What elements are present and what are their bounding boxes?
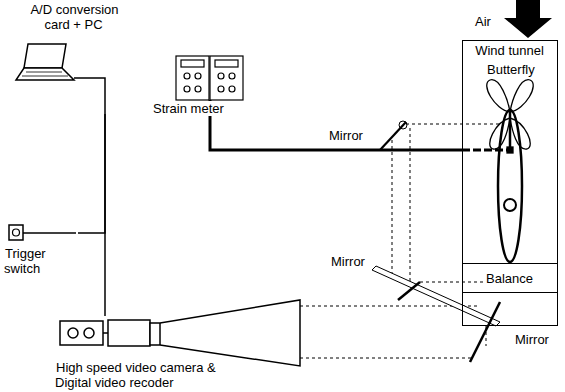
meter-panel xyxy=(210,56,243,100)
laptop-keys xyxy=(22,76,68,77)
switch-box xyxy=(9,225,23,240)
mirror-plate xyxy=(398,282,420,300)
butterfly-wing xyxy=(487,80,510,112)
node-text: Strain meter xyxy=(152,101,225,116)
optical-path xyxy=(300,124,500,358)
camera-recorder: High speed video camera & Digital video … xyxy=(55,316,305,392)
recorder-cable xyxy=(103,332,108,334)
wind-tunnel: Wind tunnelBalance xyxy=(462,40,558,326)
optical-path xyxy=(420,282,486,283)
node-text-block: A/D conversion card + PC xyxy=(18,2,130,32)
meter-knob xyxy=(184,73,190,79)
meter-knob xyxy=(195,73,201,79)
laptop-base xyxy=(16,68,74,80)
meter-knob xyxy=(229,86,235,92)
camera-lens xyxy=(150,300,300,366)
recorder-reel xyxy=(68,328,78,338)
mirror-label: Mirror xyxy=(514,332,550,347)
laptop-screen xyxy=(24,44,66,68)
cable xyxy=(210,118,462,150)
butterfly xyxy=(487,80,533,262)
video-recorder xyxy=(60,321,103,345)
switch-cable xyxy=(23,232,76,234)
optical-path xyxy=(410,128,411,287)
mirror-label: Mirror xyxy=(328,128,364,143)
switch-button xyxy=(13,229,20,236)
node-text: Wind tunnel xyxy=(474,43,545,58)
specimen-label: Butterfly xyxy=(486,62,536,77)
balance-band: Balance xyxy=(463,263,558,293)
meter-knob xyxy=(184,86,190,92)
sensor-point xyxy=(507,147,513,153)
air-arrow xyxy=(504,0,552,38)
laptop-keys xyxy=(26,72,62,73)
node-text-block: Strain meter xyxy=(152,101,248,116)
node-text: High speed video camera & Digital video … xyxy=(55,360,216,390)
mirror-plate xyxy=(470,302,500,362)
recorder-reel xyxy=(84,328,94,338)
strain-meter-unit xyxy=(176,56,243,100)
optical-path xyxy=(392,140,393,279)
node-text: Balance xyxy=(485,271,534,286)
laptop-cable xyxy=(74,78,105,114)
mirror-plate xyxy=(372,266,500,326)
camera-set xyxy=(60,300,300,366)
lens-ring xyxy=(159,323,161,345)
strain-cable xyxy=(462,149,507,152)
meter-display xyxy=(215,60,238,67)
mirror-plate xyxy=(380,122,406,150)
meter-knob xyxy=(218,86,224,92)
meter-panel xyxy=(176,56,209,100)
node-text-block: Trigger switch xyxy=(4,246,76,276)
butterfly-body xyxy=(509,112,512,147)
camera-body xyxy=(108,320,150,346)
meter-display xyxy=(181,60,204,67)
mirror-pivot xyxy=(399,121,407,129)
laptop xyxy=(16,44,74,80)
optical-path xyxy=(300,358,472,359)
flow-label: Air xyxy=(474,14,492,29)
node-text-block: High speed video camera & Digital video … xyxy=(55,360,235,390)
sting-holder xyxy=(498,110,522,262)
meter-knob xyxy=(218,73,224,79)
node-text: Trigger switch xyxy=(4,246,46,276)
trigger-switch: Trigger switch xyxy=(4,222,78,280)
mirror-label: Mirror xyxy=(330,254,366,269)
node-text-block: Wind tunnel xyxy=(463,43,556,58)
butterfly-wing xyxy=(510,80,533,112)
node-text: A/D conversion card + PC xyxy=(29,2,118,32)
sensor-ring xyxy=(504,199,516,211)
node-text-block: Balance xyxy=(463,271,556,286)
meter-knob xyxy=(195,86,201,92)
cable xyxy=(104,114,106,316)
meter-knob xyxy=(229,73,235,79)
cable xyxy=(78,114,105,233)
pc-unit: A/D conversion card + PC xyxy=(18,2,132,114)
strain-meter: Strain meter xyxy=(150,54,250,118)
optical-path xyxy=(406,124,500,125)
